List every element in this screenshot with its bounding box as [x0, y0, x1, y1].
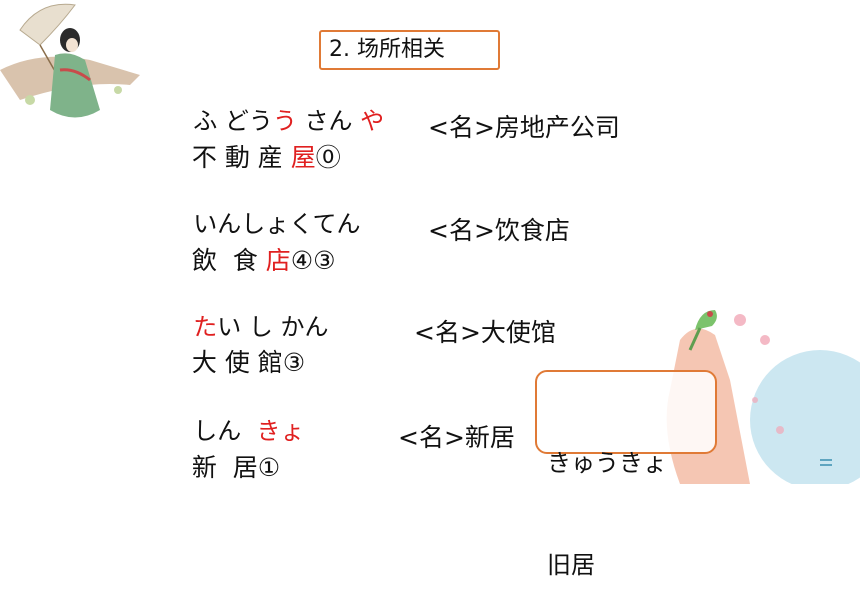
section-title: 2. 场所相关	[319, 30, 500, 70]
kana-part-highlight: た	[193, 313, 218, 341]
old-residence-note: きゅうきょ 旧居	[535, 370, 717, 579]
note-kanji: 旧居	[547, 551, 595, 579]
entry-2-kana: いんしょくてん	[178, 182, 361, 238]
kanji-part: 新 居①	[191, 453, 281, 482]
kanji-part: 飲 食	[191, 246, 266, 275]
entry-3-kana: たい し かん	[178, 285, 329, 341]
entry-3-kanji: 大 使 館③	[176, 318, 305, 378]
kanji-part-highlight: 店	[265, 246, 291, 275]
kana-part: ふ どう	[193, 107, 273, 135]
kana-part: いんしょくてん	[193, 210, 361, 238]
kanji-part: ④③	[290, 246, 336, 275]
kanji-part: 大 使 館③	[191, 348, 306, 377]
entry-1-kana: ふ どうう さん や	[178, 79, 384, 135]
kana-part-highlight: う	[272, 107, 297, 135]
kana-part-highlight: や	[360, 107, 385, 135]
entry-4-meaning: <名>新居	[398, 423, 515, 452]
kanji-part: 不 動 産	[191, 143, 291, 172]
kana-part: しん	[193, 417, 257, 445]
entry-4-kanji: 新 居①	[176, 423, 280, 483]
kana-part-highlight: きょ	[256, 417, 305, 445]
kanji-part: ⓪	[315, 143, 341, 172]
kana-part: い し かん	[217, 313, 329, 341]
girl-with-parasol-illustration	[0, 3, 140, 118]
entry-2-meaning: <名>饮食店	[428, 216, 570, 245]
note-kana: きゅうきょ	[547, 449, 667, 477]
entry-4-kana: しん きょ	[178, 389, 305, 445]
kanji-part-highlight: 屋	[290, 143, 316, 172]
entry-2-kanji: 飲 食 店④③	[176, 216, 336, 276]
entry-1-kanji: 不 動 産 屋⓪	[176, 113, 341, 173]
kana-part: さん	[296, 107, 361, 135]
entry-3-meaning: <名>大使馆	[414, 318, 556, 347]
entry-1-meaning: <名>房地产公司	[428, 113, 620, 142]
